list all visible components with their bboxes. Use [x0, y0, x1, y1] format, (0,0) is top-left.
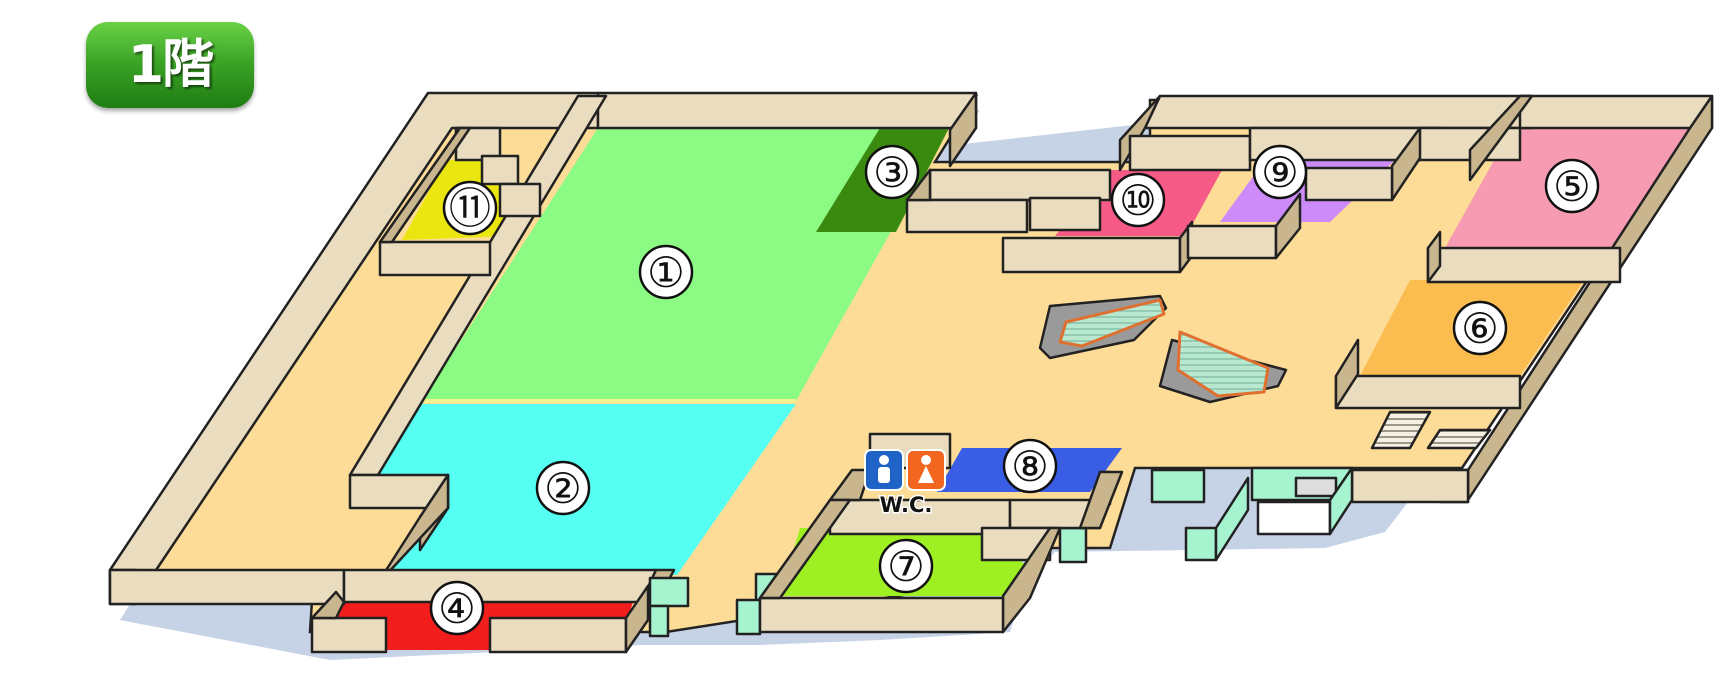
- room-2-label: ②: [544, 464, 582, 513]
- room-7-marker[interactable]: ⑦: [878, 538, 934, 594]
- floor-badge: 1階: [86, 22, 254, 108]
- room-1-label: ①: [647, 248, 685, 297]
- room-2-marker[interactable]: ②: [535, 460, 591, 516]
- room-8-marker[interactable]: ⑧: [1002, 438, 1058, 494]
- room-4-marker[interactable]: ④: [429, 580, 485, 636]
- room-8-label: ⑧: [1011, 442, 1049, 491]
- room-6-label: ⑥: [1461, 304, 1499, 353]
- room-9-marker[interactable]: ⑨: [1252, 144, 1308, 200]
- room-10-label: ⑩: [1119, 176, 1157, 225]
- room-11-label: ⑪: [449, 184, 491, 233]
- room-1-marker[interactable]: ①: [638, 244, 694, 300]
- room-3-marker[interactable]: ③: [864, 144, 920, 200]
- room-5-label: ⑤: [1553, 162, 1591, 211]
- walls: [108, 91, 1714, 654]
- room-11-marker[interactable]: ⑪: [442, 180, 498, 236]
- room-markers: ① ② ③ ④ ⑤ ⑥ ⑦ ⑧: [429, 144, 1600, 636]
- room-5-marker[interactable]: ⑤: [1544, 158, 1600, 214]
- restroom-sign[interactable]: W.C.: [864, 449, 946, 519]
- room-9-label: ⑨: [1261, 148, 1299, 197]
- room-7-label: ⑦: [887, 542, 925, 591]
- room-3-label: ③: [873, 148, 911, 197]
- room-6-marker[interactable]: ⑥: [1452, 300, 1508, 356]
- room-10-marker[interactable]: ⑩: [1110, 172, 1166, 228]
- room-4-label: ④: [438, 584, 476, 633]
- restroom-label: W.C.: [880, 493, 933, 517]
